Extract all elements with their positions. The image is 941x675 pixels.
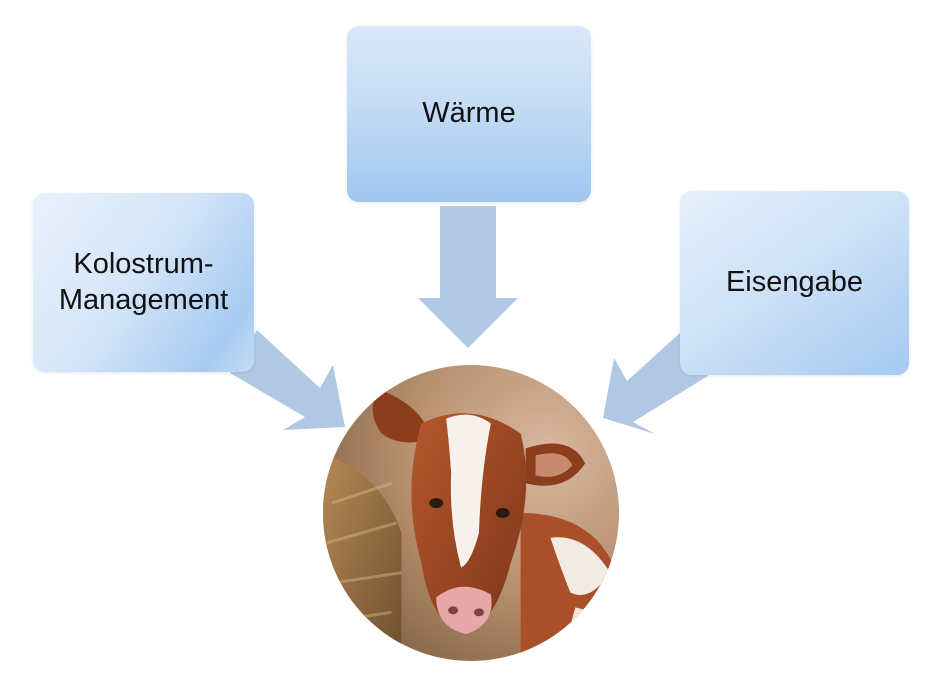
iron-supplement-label: Eisengabe bbox=[725, 266, 864, 299]
iron-supplement-box: Eisengabe bbox=[680, 191, 909, 375]
arrow-down bbox=[418, 206, 518, 348]
calf-photo bbox=[322, 364, 620, 662]
warmth-label: Wärme bbox=[422, 97, 516, 130]
colostrum-management-box: Kolostrum- Management bbox=[33, 193, 254, 372]
colostrum-label-line2: Management bbox=[58, 283, 229, 316]
arrow-down-right bbox=[230, 330, 345, 430]
colostrum-label-line1: Kolostrum- bbox=[73, 248, 214, 281]
warmth-box: Wärme bbox=[347, 26, 591, 202]
